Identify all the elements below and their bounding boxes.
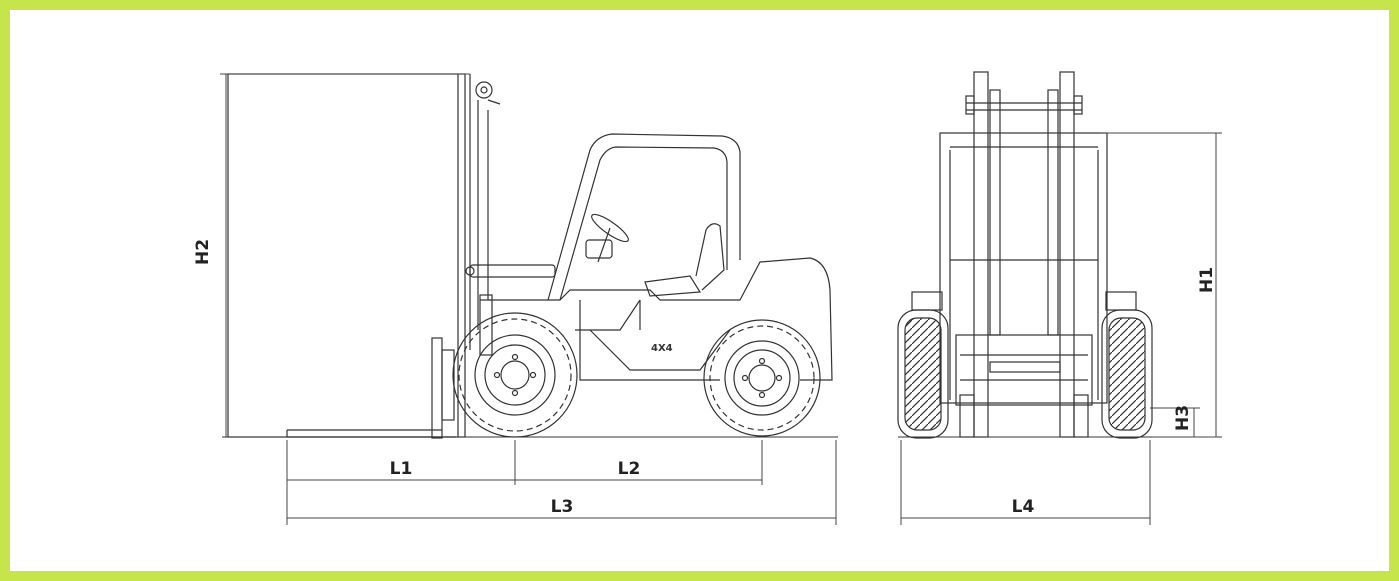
mast [457,74,501,437]
side-dimensions [220,73,837,525]
front-view-forklift [897,71,1153,439]
chassis: 4X4 [480,257,833,381]
overhead-guard [939,132,1108,404]
fork-carriage [955,334,1093,438]
front-mast [965,71,1083,438]
label-l3: L3 [551,497,574,517]
wheel-badge: 4X4 [651,343,673,354]
tilt-cylinder [465,264,556,278]
front-left-wheel [897,291,949,439]
label-h3: H3 [1173,405,1193,431]
front-dimensions [900,132,1222,525]
label-l4: L4 [1012,497,1035,517]
load-block [227,73,466,438]
label-h2: H2 [193,239,213,265]
side-view-forklift: 4X4 [222,73,838,439]
rear-wheel [703,319,821,437]
forks [286,337,456,439]
label-l1: L1 [390,459,413,479]
label-l2: L2 [618,459,641,479]
front-right-wheel [1101,291,1153,439]
label-h1: H1 [1197,267,1217,293]
front-wheel [452,312,578,438]
